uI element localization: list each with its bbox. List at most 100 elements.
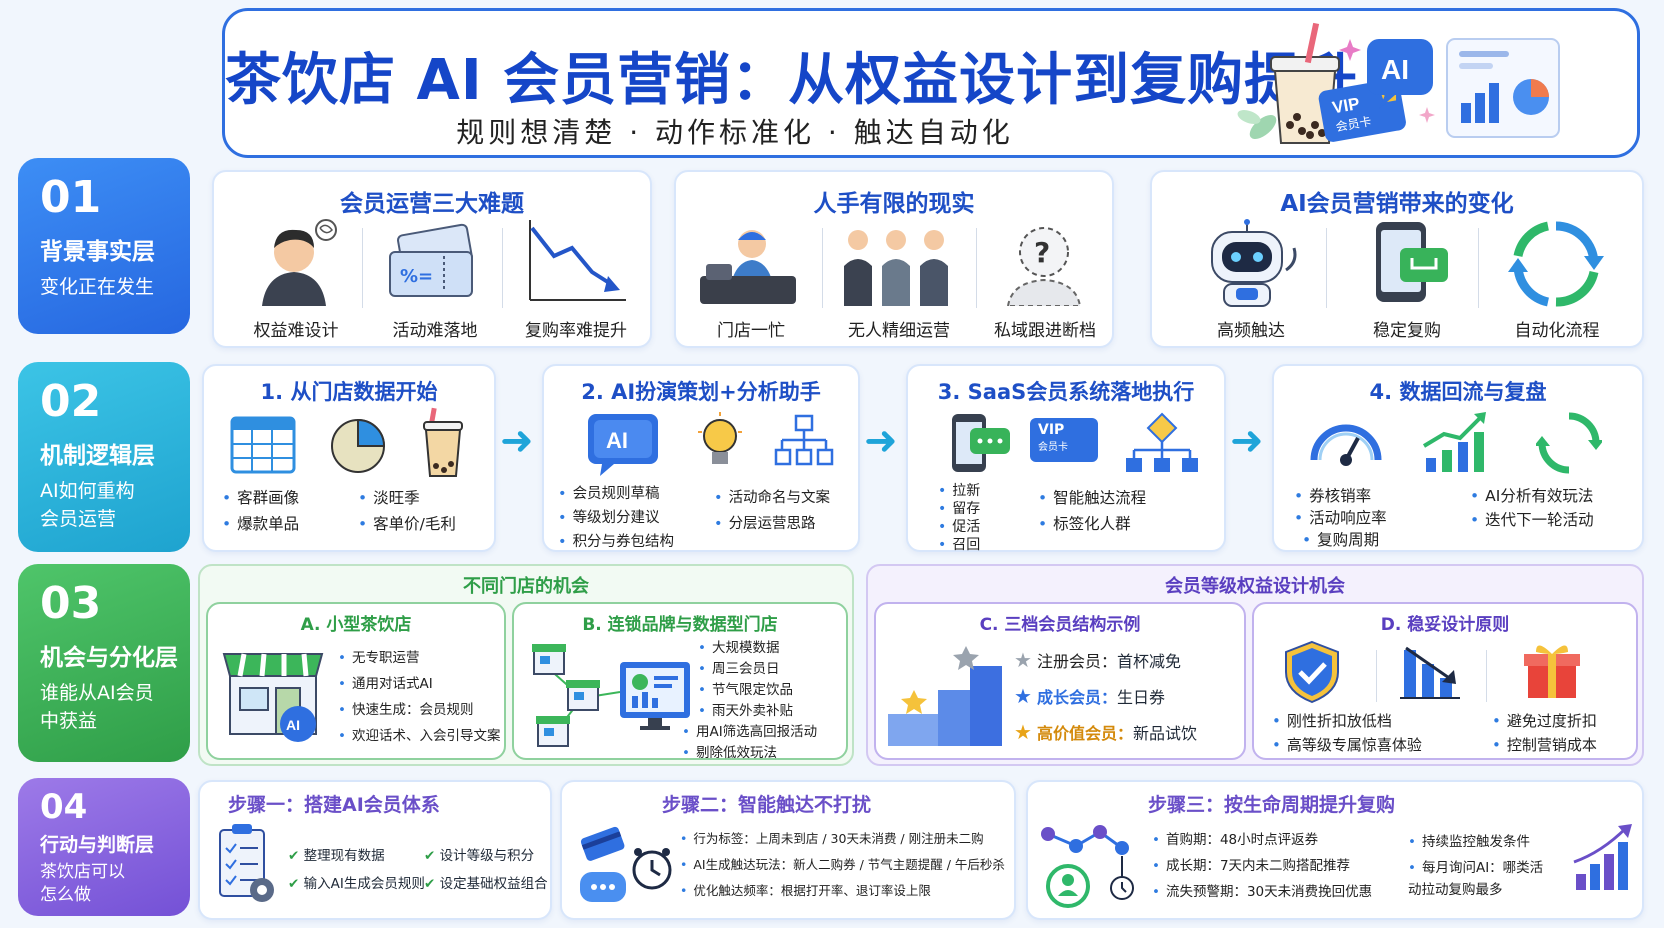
page-title: 茶饮店 AI 会员营销：从权益设计到复购提升 xyxy=(225,48,1359,113)
flow-arrow-icon: ➜ xyxy=(500,418,534,464)
phone-message-icon xyxy=(952,414,1010,472)
cycle-arrows-icon xyxy=(1508,221,1604,307)
lifecycle-bullet: 流失预警期：30天未消费挽回优惠 xyxy=(1152,880,1372,900)
card-step-one: 步骤一：搭建AI会员体系 ✔ 整理现有数据 ✔ 设计等级与积分 ✔ 输入AI生成… xyxy=(198,780,552,920)
change-label: 高频触达 xyxy=(1217,321,1285,341)
small-store-bullet: 无专职运营 xyxy=(338,646,420,666)
tier-design-panel: 会员等级权益设计机会 C. 三档会员结构示例 ★ 注册会员：首杯减免 ★ 成长会… xyxy=(866,564,1644,766)
pie-chart-icon xyxy=(331,418,386,473)
saas-bullet: 智能触达流程 xyxy=(1038,486,1146,508)
star-icon: ★ xyxy=(1014,684,1032,708)
vip-card-icon: VIP 会员卡 xyxy=(1030,418,1098,462)
card-data-review: 4. 数据回流与复盘 券核销率 活动响应率 复购周期 AI分析有效玩法 迭代下一… xyxy=(1272,364,1644,552)
card-title: 人手有限的现实 xyxy=(813,191,975,217)
chain-bullet: 大规模数据 xyxy=(698,636,780,656)
card-title: C. 三档会员结构示例 xyxy=(979,615,1141,635)
card-title: B. 连锁品牌与数据型门店 xyxy=(582,615,778,635)
card-title: 步骤一：搭建AI会员体系 xyxy=(228,794,440,816)
layer-desc: 茶饮店可以怎么做 xyxy=(40,862,125,905)
chain-bullet: 用AI筛选高回报活动 xyxy=(682,720,817,740)
message-clock-icon xyxy=(580,826,672,902)
lifecycle-bullet: 首购期：48小时点评返券 xyxy=(1152,828,1318,848)
gauge-icon xyxy=(1310,424,1382,466)
bubble-tea-icon xyxy=(423,407,463,477)
header-vip-sub: 会员卡 xyxy=(1335,114,1373,134)
tier-row: ★ 成长会员：生日券 xyxy=(1014,684,1165,708)
card-title: 1. 从门店数据开始 xyxy=(260,380,438,404)
change-label: 稳定复购 xyxy=(1373,321,1441,341)
card-small-store: A. 小型茶饮店 AI 无专职运营 通用对话式AI 快速生成：会员规则 欢迎话术… xyxy=(206,602,506,760)
card-title: D. 稳妥设计原则 xyxy=(1380,615,1510,635)
lifecycle-bullet: 持续监控触发条件 xyxy=(1408,830,1530,850)
hierarchy-icon xyxy=(774,414,834,466)
card-ai-assistant: 2. AI扮演策划+分析助手 AI 会员规则草稿 等级划分建议 积分与券包结构 … xyxy=(542,364,860,552)
principle-bullet: 避免过度折扣 xyxy=(1492,710,1597,731)
check-icon: ✔ xyxy=(288,848,300,864)
layer-desc: AI如何重构会员运营 xyxy=(40,480,135,530)
card-title: AI会员营销带来的变化 xyxy=(1280,191,1514,217)
tier-name: 注册会员： xyxy=(1037,652,1118,671)
layer-01-label: 01 背景事实层 变化正在发生 xyxy=(18,158,190,334)
header-banner: 茶饮店 AI 会员营销：从权益设计到复购提升 规则想清楚 · 动作标准化 · 触… xyxy=(222,8,1640,158)
growth-chart-icon xyxy=(1422,412,1486,472)
card-title: 2. AI扮演策划+分析助手 xyxy=(581,380,821,404)
card-member-problems: 会员运营三大难题 %= 权益难设计 活动难落地 复购率难提升 xyxy=(212,170,652,348)
layer-number: 02 xyxy=(40,376,102,427)
saas-bullet: 促活 xyxy=(938,516,980,536)
svg-text:%=: %= xyxy=(400,266,433,287)
staff-group-icon xyxy=(844,230,948,306)
vip-card-text: VIP xyxy=(1038,422,1065,438)
tier-row: ★ 高价值会员：新品试饮 xyxy=(1014,720,1197,744)
chain-bullet: 节气限定饮品 xyxy=(698,678,793,698)
check-item: ✔ 输入AI生成会员规则 xyxy=(288,872,425,892)
lifecycle-bullet: 每月询问AI：哪类活动拉动复购最多 xyxy=(1408,858,1548,901)
layer-number: 01 xyxy=(40,172,102,223)
tier-benefit: 新品试饮 xyxy=(1133,724,1198,743)
card-store-data: 1. 从门店数据开始 客群画像 爆款单品 淡旺季 客单价/毛利 xyxy=(202,364,496,552)
reach-bullet: 优化触达频率：根据打开率、退订率设上限 xyxy=(680,880,931,899)
check-text: 输入AI生成会员规则 xyxy=(303,876,425,892)
layer-desc: 变化正在发生 xyxy=(40,276,155,298)
reality-label: 门店一忙 xyxy=(717,321,785,341)
principle-bullet: 高等级专属惊喜体验 xyxy=(1272,734,1422,755)
card-ai-changes: AI会员营销带来的变化 高频触达 稳定复购 自动化流程 xyxy=(1150,170,1644,348)
small-store-bullet: 快速生成：会员规则 xyxy=(338,698,474,718)
flowchart-icon xyxy=(1126,412,1198,472)
gift-box-icon xyxy=(1524,645,1580,698)
card-title: 步骤二：智能触达不打扰 xyxy=(662,794,872,816)
layer-number: 04 xyxy=(40,787,88,827)
check-item: ✔ 整理现有数据 xyxy=(288,844,385,864)
flow-arrow-icon: ➜ xyxy=(1230,418,1264,464)
check-icon: ✔ xyxy=(424,848,436,864)
small-store-bullet: 通用对话式AI xyxy=(338,672,433,692)
card-chain-store: B. 连锁品牌与数据型门店 大规模数据 周三会员日 节气限定饮品 雨天外卖补贴 … xyxy=(512,602,848,761)
ai-bullet: 积分与券包结构 xyxy=(558,530,675,551)
review-bullet: 迭代下一轮活动 xyxy=(1470,508,1594,530)
star-icon: ★ xyxy=(1014,720,1032,744)
chain-bullet: 雨天外卖补贴 xyxy=(698,699,793,719)
ai-chat-text: AI xyxy=(606,428,628,453)
spreadsheet-icon xyxy=(230,416,296,474)
layer-name: 机制逻辑层 xyxy=(40,443,155,469)
reality-label: 无人精细运营 xyxy=(848,321,950,341)
store-opportunity-panel: 不同门店的机会 A. 小型茶饮店 AI 无专职运营 通用对话式AI 快速生成：会… xyxy=(198,564,854,766)
flow-arrow-icon: ➜ xyxy=(864,418,898,464)
check-icon: ✔ xyxy=(424,876,436,892)
panel-title: 会员等级权益设计机会 xyxy=(1165,576,1345,597)
robot-icon xyxy=(1211,219,1297,307)
card-title: 3. SaaS会员系统落地执行 xyxy=(937,380,1195,404)
reach-bullet: AI生成触达玩法：新人二购券 / 节气主题提醒 / 午后秒杀 xyxy=(680,854,1005,873)
header-ai-text: AI xyxy=(1381,54,1409,85)
saas-bullet: 召回 xyxy=(938,534,980,554)
small-store-bullet: 欢迎话术、入会引导文案 xyxy=(338,724,501,744)
card-step-two: 步骤二：智能触达不打扰 行为标签：上周未到店 / 30天未消费 / 刚注册未二购… xyxy=(560,780,1016,920)
layer-03-label: 03 机会与分化层 谁能从AI会员中获益 xyxy=(18,564,190,762)
review-bullet: AI分析有效玩法 xyxy=(1470,484,1593,506)
store-network-icon xyxy=(532,644,690,747)
principle-bullet: 控制营销成本 xyxy=(1492,734,1597,755)
data-bullet: 淡旺季 xyxy=(358,486,420,508)
review-bullet-cont: 复购周期 xyxy=(1294,528,1379,550)
card-saas-system: 3. SaaS会员系统落地执行 VIP 会员卡 拉新 留存 促活 召回 智能触达… xyxy=(906,364,1226,554)
card-step-three: 步骤三：按生命周期提升复购 首购期：48小时点评返券 成长期：7天内未二购搭配推… xyxy=(1026,780,1644,920)
rising-bars-icon xyxy=(1573,824,1632,890)
